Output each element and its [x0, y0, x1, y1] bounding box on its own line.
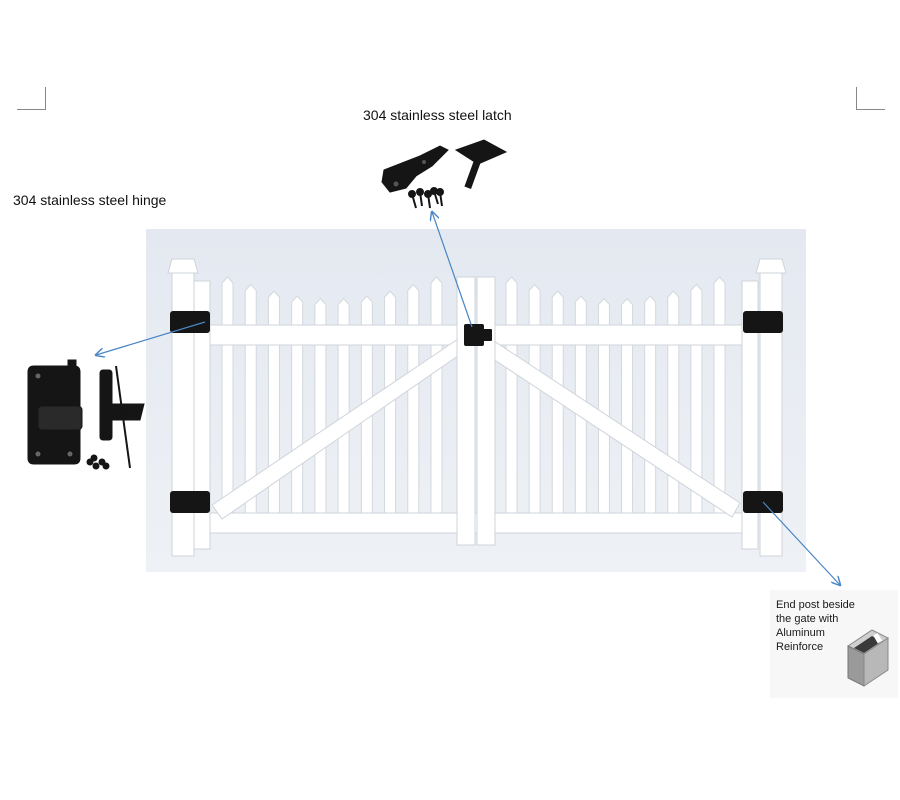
fence-gate-image [146, 229, 806, 572]
fence-picket [597, 297, 610, 518]
end-post-callout: End post beside the gate with Aluminum R… [770, 590, 898, 698]
crop-mark-left [17, 87, 46, 110]
fence-picket [551, 290, 564, 518]
end-post-arrow [762, 501, 840, 585]
end-post-label: End post beside the gate with Aluminum R… [776, 599, 855, 653]
hinge-arrow [96, 321, 206, 355]
left-post-cap [167, 258, 199, 274]
fence-picket [384, 290, 397, 518]
fence-picket [621, 297, 634, 518]
left-gate-frame [193, 280, 211, 550]
gate-hinge-top-right [743, 311, 783, 333]
latch-hardware-image [381, 139, 508, 209]
right-post-cap [755, 258, 787, 274]
fence-picket [337, 297, 350, 518]
latch-arrow [432, 212, 473, 328]
crop-mark-right [856, 87, 885, 110]
latch-label: 304 stainless steel latch [363, 107, 512, 123]
gate-hinge-top-left [170, 311, 210, 333]
hinge-hardware-image [27, 359, 145, 470]
gate-latch [464, 324, 484, 346]
fence-picket [314, 297, 327, 518]
hinge-label: 304 stainless steel hinge [13, 192, 167, 208]
aluminum-post-image [847, 629, 889, 687]
right-gate-frame [741, 280, 759, 550]
gate-latch-catch [482, 329, 492, 341]
gate-hinge-bottom-left [170, 491, 210, 513]
